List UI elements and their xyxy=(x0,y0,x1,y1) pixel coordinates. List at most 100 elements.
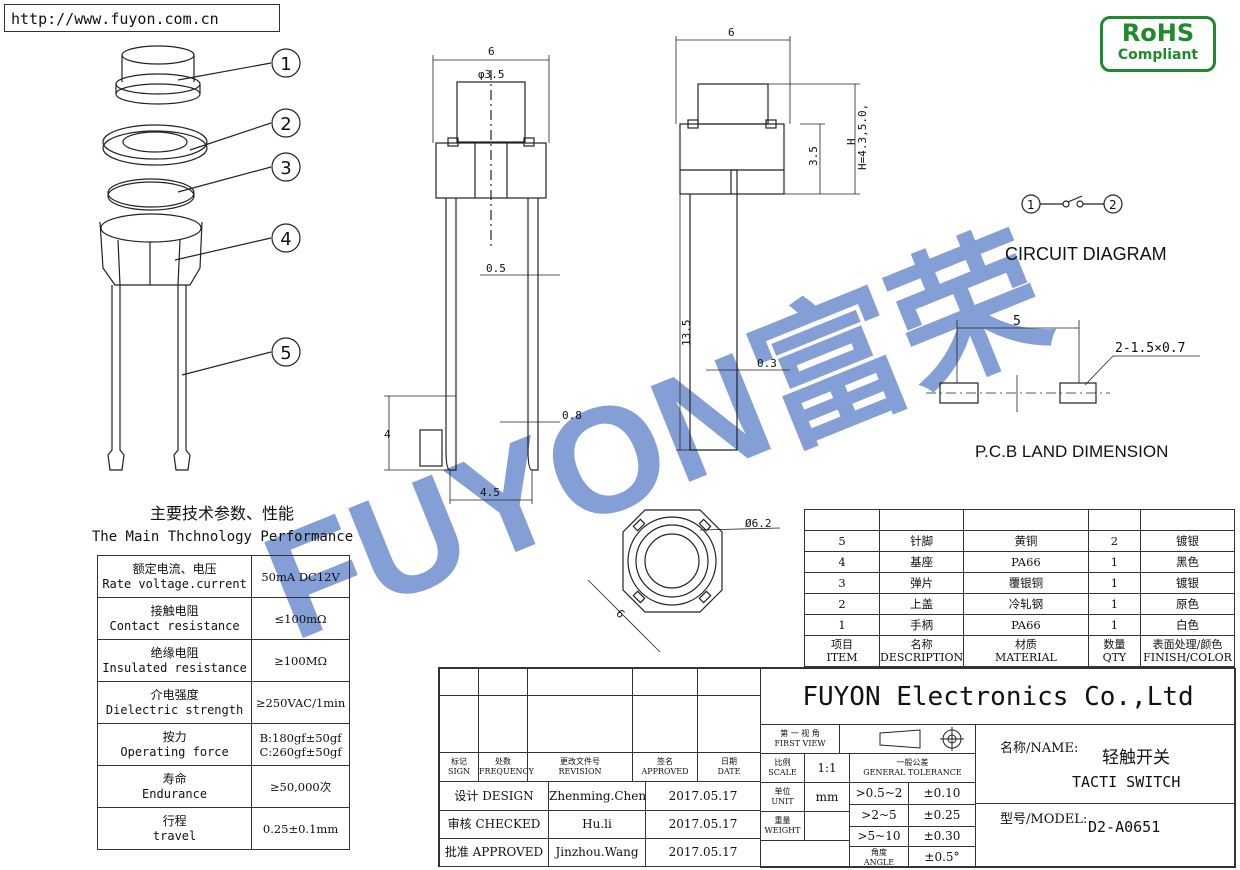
scale-en: SCALE xyxy=(768,768,797,777)
rohs-badge: RoHS Compliant xyxy=(1100,16,1216,72)
part-material: 覆银铜 xyxy=(963,572,1089,594)
rohs-compliant-text: Compliant xyxy=(1117,47,1199,63)
button-cap-top xyxy=(121,45,195,65)
callout-5: 5 xyxy=(280,343,291,364)
first-view-en: FIRST VIEW xyxy=(774,739,826,748)
checked-date: 2017.05.17 xyxy=(645,810,761,839)
first-view-cn: 第 一 视 角 xyxy=(780,729,820,738)
front-cap-dia-dim: φ3.5 xyxy=(478,68,505,81)
rev-hdr-approved-cn: 签名 xyxy=(657,757,673,766)
part-item: 5 xyxy=(804,530,880,552)
design-date: 2017.05.17 xyxy=(645,781,761,811)
base-housing xyxy=(100,213,202,243)
unit-en: UNIT xyxy=(771,797,794,806)
tol-range: >5~10 xyxy=(849,826,909,847)
part-material: 黄铜 xyxy=(963,530,1089,552)
tolerance-cn: 一般公差 xyxy=(896,758,929,767)
spec-key-cn: 寿命 xyxy=(162,771,187,786)
callout-2: 2 xyxy=(280,114,291,135)
model-number: D2-A0651 xyxy=(1088,818,1161,836)
side-h-options-dim: H=4.3,5.0, xyxy=(856,104,869,170)
part-finish: 黑色 xyxy=(1140,551,1235,573)
rev-hdr-approved-en: APPROVED xyxy=(641,767,689,776)
hdr-fin-cn: 表面处理/颜色 xyxy=(1152,638,1223,651)
top-view xyxy=(587,509,781,653)
name-label: 名称/NAME: xyxy=(1000,741,1079,756)
tol-angle-cn: 角度 xyxy=(871,848,887,857)
spec-key-cn: 行程 xyxy=(162,813,187,828)
approved-name: Jinzhou.Wang xyxy=(548,838,646,867)
part-material: 冷轧钢 xyxy=(963,593,1089,615)
product-name-en: TACTI SWITCH xyxy=(1072,773,1181,791)
pcb-land xyxy=(926,320,1200,412)
part-desc: 弹片 xyxy=(878,572,965,594)
callout-1: 1 xyxy=(280,54,291,75)
tol-value: ±0.30 xyxy=(908,826,976,847)
rev-hdr-sign-en: SIGN xyxy=(447,767,471,776)
pcb-title: P.C.B LAND DIMENSION xyxy=(975,442,1168,461)
circuit-node-1: 1 xyxy=(1027,198,1035,212)
part-qty: 1 xyxy=(1087,572,1142,594)
spec-key-cn: 介电强度 xyxy=(150,687,199,702)
part-item: 1 xyxy=(804,614,880,636)
spec-value: ≥250VAC/1min xyxy=(251,681,350,724)
part-item: 4 xyxy=(804,551,880,573)
circuit-diagram xyxy=(1021,194,1123,214)
part-qty: 1 xyxy=(1087,614,1142,636)
scale-value: 1:1 xyxy=(804,753,850,783)
part-desc: 手柄 xyxy=(878,614,965,636)
rev-hdr-freq-cn: 处数 xyxy=(495,757,511,766)
part-finish: 镀银 xyxy=(1140,572,1235,594)
front-pin-thickness-dim: 0.8 xyxy=(562,409,582,422)
front-width-dim: 6 xyxy=(488,45,495,58)
spec-key-cn: 额定电流、电压 xyxy=(132,561,217,576)
spec-key-cn: 接触电阻 xyxy=(150,603,199,618)
scale-cn: 比例 xyxy=(774,758,791,767)
tol-range: >2~5 xyxy=(849,804,909,827)
unit-cn: 单位 xyxy=(774,787,791,796)
part-desc: 针脚 xyxy=(878,530,965,552)
part-desc: 基座 xyxy=(878,551,965,573)
spec-value: B:180gf±50gf xyxy=(259,730,342,745)
tol-range: >0.5~2 xyxy=(849,782,909,805)
spec-key-en: Dielectric strength xyxy=(105,702,244,717)
part-item: 3 xyxy=(804,572,880,594)
part-finish: 镀银 xyxy=(1140,530,1235,552)
tol-value: ±0.25 xyxy=(908,804,976,827)
spec-title-en: The Main Thchnology Performance xyxy=(91,529,354,545)
side-pin-length-dim: 13.5 xyxy=(680,320,693,347)
rev-hdr-date-en: DATE xyxy=(717,767,741,776)
rev-hdr-sign-cn: 标记 xyxy=(451,757,467,766)
website-url[interactable]: http://www.fuyon.com.cn xyxy=(4,4,280,32)
callout-3: 3 xyxy=(280,158,291,179)
part-qty: 1 xyxy=(1087,551,1142,573)
rohs-text: RoHS xyxy=(1121,19,1195,47)
part-material: PA66 xyxy=(963,614,1089,636)
hdr-mat-cn: 材质 xyxy=(1014,638,1037,651)
unit-value: mm xyxy=(804,782,850,812)
side-view xyxy=(675,36,860,451)
weight-cn: 重量 xyxy=(774,816,791,825)
side-width-dim: 6 xyxy=(728,26,735,39)
side-pin-thickness-dim: 0.3 xyxy=(757,357,777,370)
tol-angle-en: ANGLE xyxy=(863,858,895,867)
projection-icon xyxy=(879,727,964,751)
cover-ring xyxy=(102,124,208,160)
front-view xyxy=(384,55,560,504)
checked-role: 审核 CHECKED xyxy=(439,810,549,839)
pcb-pitch-dim: 5 xyxy=(1013,314,1021,329)
top-size-dim: 6 xyxy=(613,607,627,621)
rev-hdr-date-cn: 日期 xyxy=(721,757,737,766)
part-finish: 原色 xyxy=(1140,593,1235,615)
rev-hdr-freq-en: FREQUENCY xyxy=(479,767,534,776)
